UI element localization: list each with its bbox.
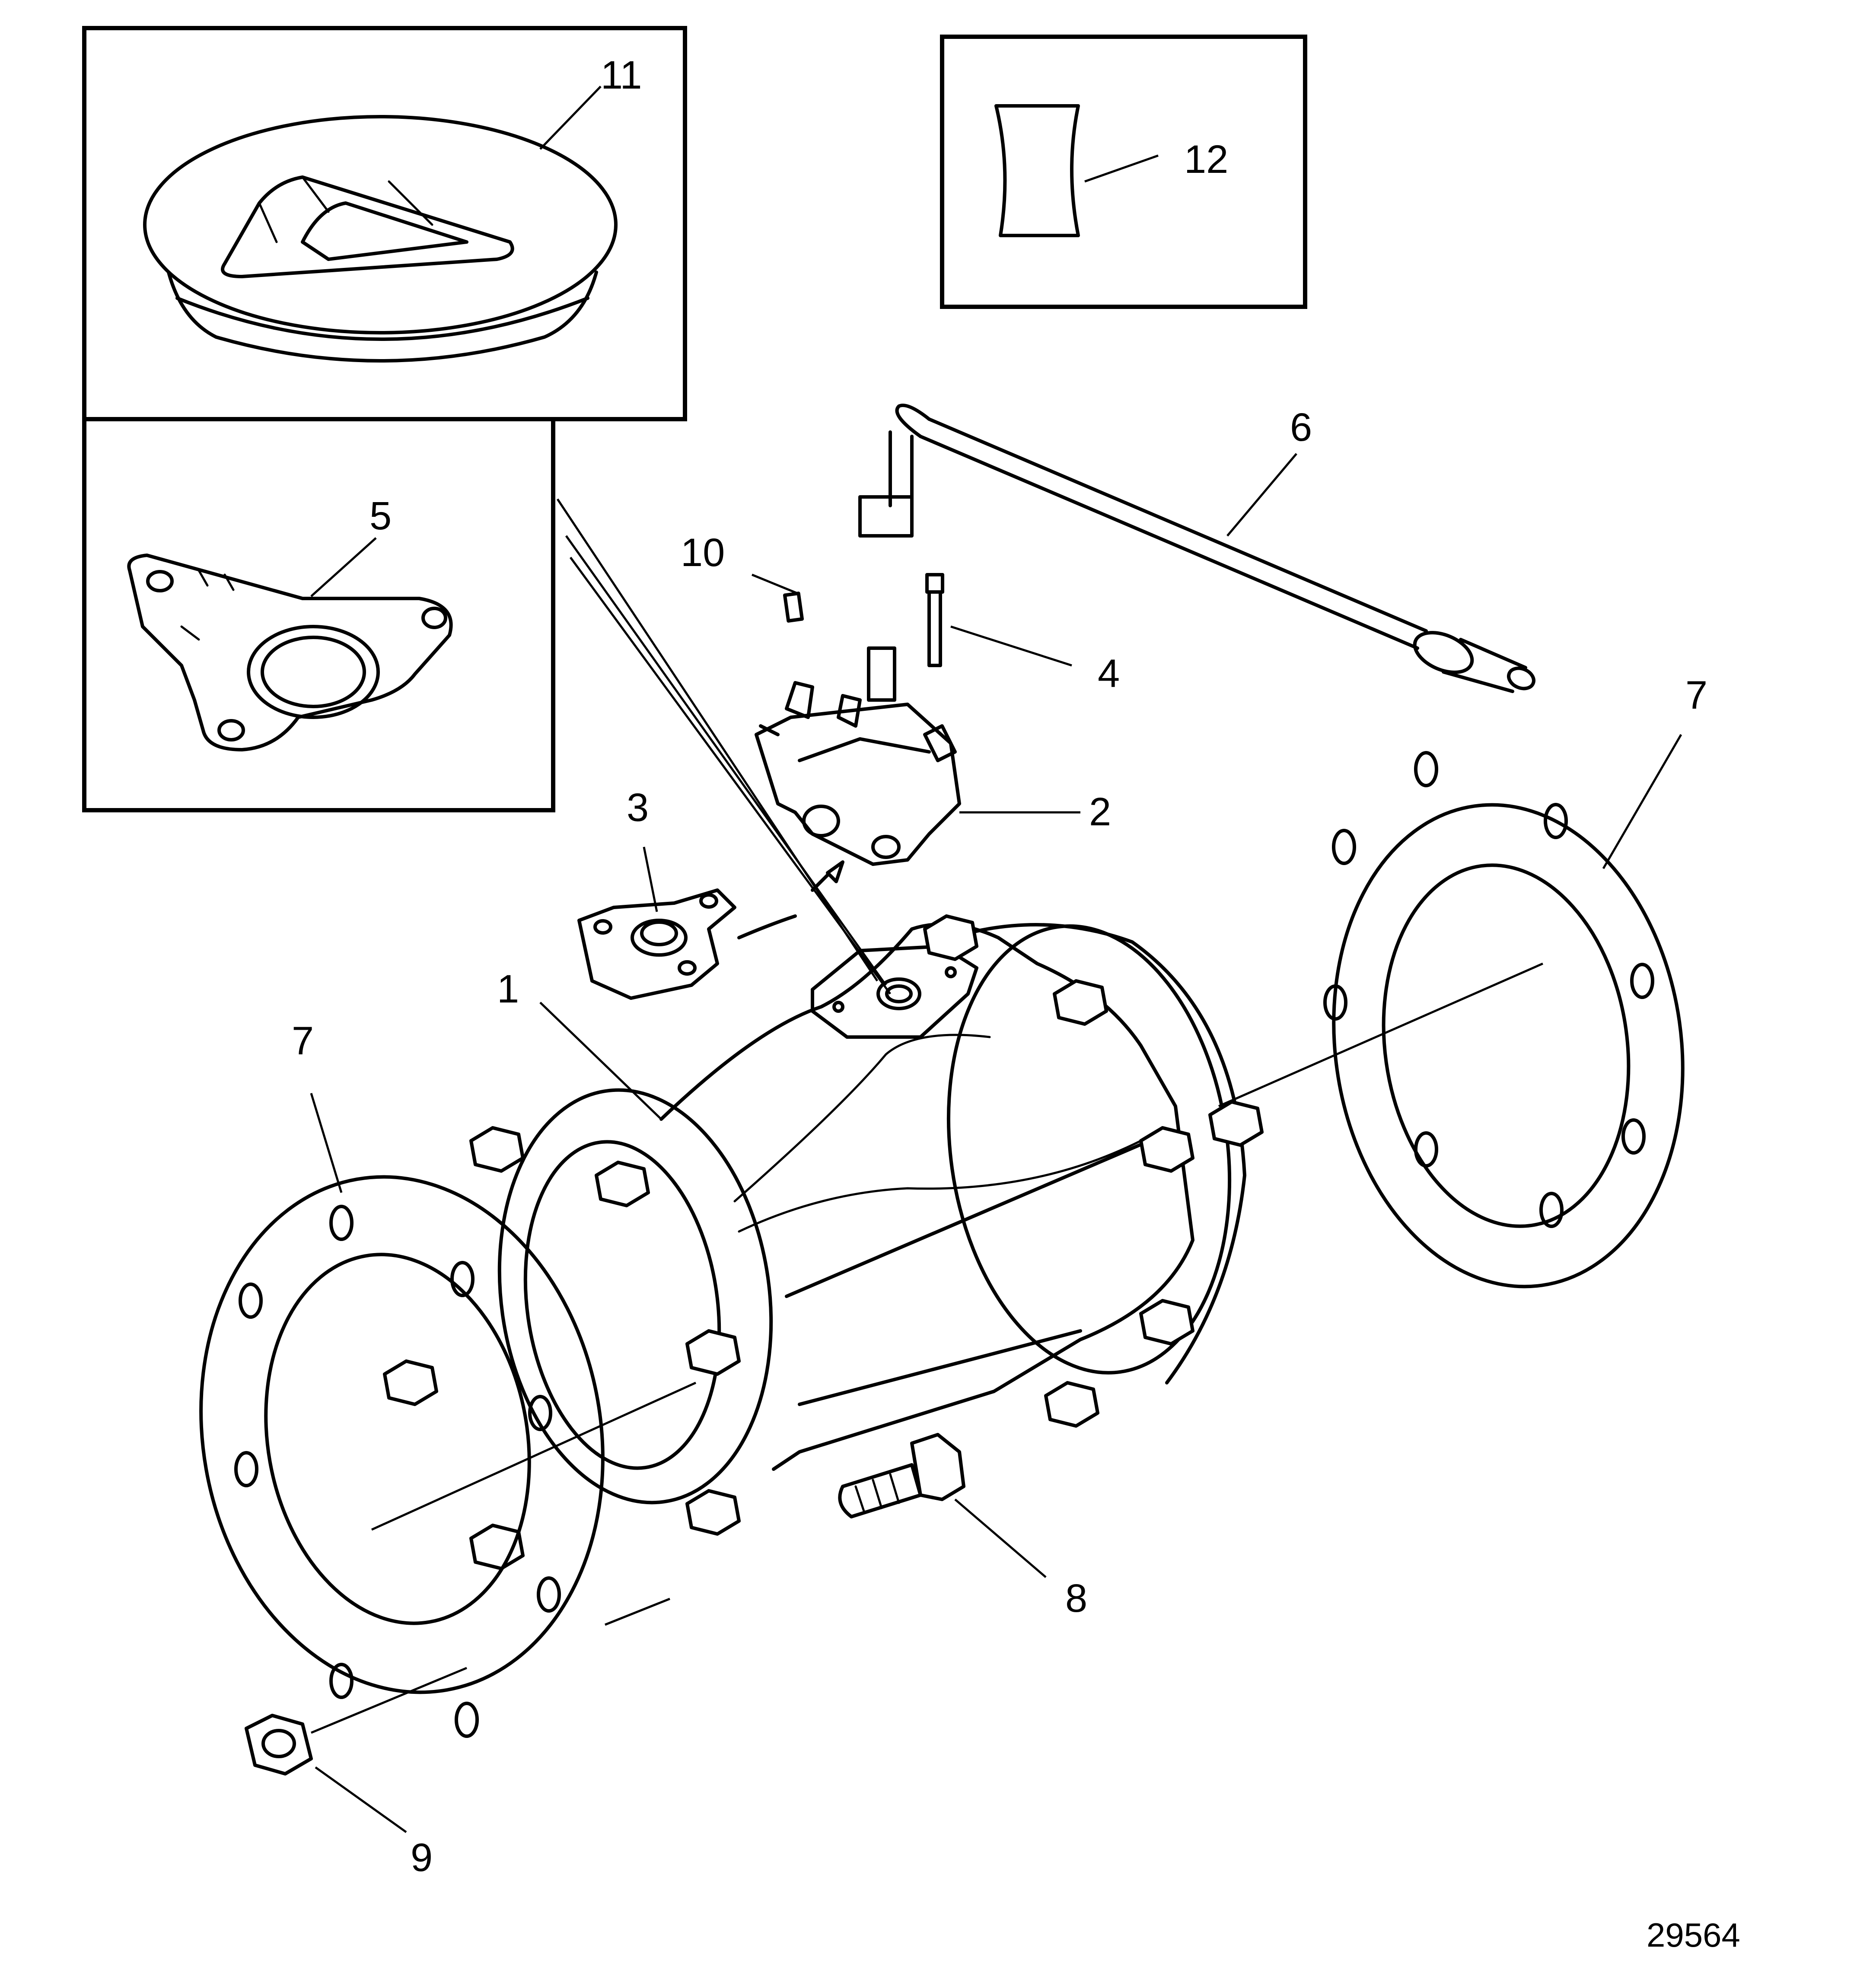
callout-7-right: 7 bbox=[1685, 673, 1707, 717]
inset-box-11 bbox=[82, 26, 687, 421]
callout-12: 12 bbox=[1184, 137, 1228, 181]
part-10-pin bbox=[783, 592, 804, 623]
inset-box-5 bbox=[82, 417, 555, 812]
callout-7-left: 7 bbox=[292, 1019, 314, 1063]
part-12-tube bbox=[994, 104, 1080, 237]
leader-lines bbox=[310, 86, 1682, 1833]
callout-5: 5 bbox=[369, 494, 392, 538]
callout-11: 11 bbox=[601, 53, 642, 97]
part-4-bolt bbox=[925, 573, 944, 667]
callout-1: 1 bbox=[497, 967, 519, 1011]
callout-6: 6 bbox=[1290, 405, 1312, 449]
flange-bolts bbox=[383, 914, 1264, 1570]
callout-2: 2 bbox=[1089, 790, 1111, 834]
part-3-cover bbox=[577, 860, 844, 1000]
part-11-seal bbox=[143, 115, 618, 363]
part-2-valve-block bbox=[755, 646, 961, 866]
part-8-bolt bbox=[838, 1433, 965, 1518]
part-5-gasket bbox=[127, 554, 453, 751]
part-1-housing bbox=[383, 914, 1264, 1570]
part-7-gasket-right bbox=[1323, 751, 1685, 1289]
callout-10: 10 bbox=[681, 531, 725, 575]
figure-number: 29564 bbox=[1647, 1916, 1740, 1954]
callout-9: 9 bbox=[411, 1836, 433, 1880]
callout-labels: 1 2 3 4 5 6 7 7 8 9 10 11 12 29564 bbox=[292, 53, 1740, 1954]
callout-8: 8 bbox=[1065, 1576, 1087, 1620]
callout-4: 4 bbox=[1098, 652, 1120, 696]
part-9-nut bbox=[245, 1714, 313, 1776]
inset-box-12 bbox=[940, 35, 1307, 309]
part-6-pipe bbox=[858, 404, 1535, 693]
callout-3: 3 bbox=[627, 786, 649, 830]
part-7-gasket-left bbox=[199, 1175, 605, 1738]
